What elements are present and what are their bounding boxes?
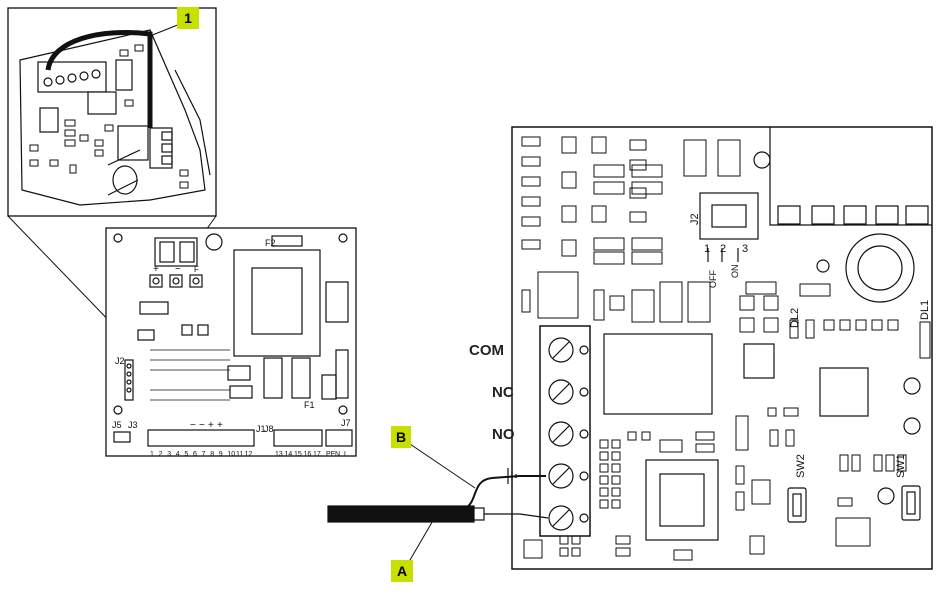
j7-label: PE [326, 451, 336, 458]
label-j1: J1 [256, 424, 266, 434]
terminal-number: 3 [167, 451, 171, 458]
j7-label: N [335, 451, 340, 458]
label-j3: J3 [128, 420, 138, 430]
label-j5: J5 [112, 420, 122, 430]
antenna-cable [327, 441, 549, 561]
terminal-number: 12 [245, 451, 253, 458]
label-dl2: DL2 [789, 308, 801, 328]
terminal-number: 7 [202, 451, 206, 458]
terminal-number: 2 [159, 451, 163, 458]
polarity-mark: − [199, 420, 205, 431]
j8-number: 14 [285, 451, 293, 458]
label-off: OFF [708, 270, 718, 288]
label-on: ON [730, 265, 740, 279]
label-right-j2: J2 [689, 213, 701, 225]
jumper-pin-1: 1 [704, 243, 710, 255]
label-sw1: SW1 [895, 454, 907, 478]
terminal-number: 1 [150, 451, 154, 458]
callout-1: 1 [177, 7, 199, 29]
j8-number: 16 [304, 451, 312, 458]
terminal-screws [548, 337, 589, 531]
right-receiver-board [511, 126, 933, 570]
terminal-number: 5 [184, 451, 188, 458]
label-j7: J7 [341, 418, 351, 428]
j8-number: 13 [275, 451, 283, 458]
polarity-mark: + [217, 420, 223, 431]
j8-number: 15 [294, 451, 302, 458]
label-sw2: SW2 [795, 454, 807, 478]
label-j8: J8 [264, 424, 274, 434]
terminal-number: 4 [176, 451, 180, 458]
label-f2: F2 [265, 238, 276, 248]
terminal-number: 10 [227, 451, 235, 458]
board-markings: F2 F1 J2 J3 J5 J1 J8 J7 + − F J2 1 2 3 O… [112, 213, 931, 478]
terminal-label-com: COM [469, 342, 504, 359]
label-plus: + [153, 264, 159, 275]
j8-number: 17 [313, 451, 321, 458]
terminal-number: 11 [236, 451, 243, 458]
jumper-pin-2: 2 [720, 243, 726, 255]
callout-a: A [391, 560, 413, 582]
label-dl1: DL1 [919, 300, 931, 320]
jumper-pin-3: 3 [742, 243, 748, 255]
callout-b: B [391, 426, 411, 448]
polarity-mark: − [190, 420, 196, 431]
terminal-number: 8 [210, 451, 214, 458]
label-minus: − [175, 264, 181, 275]
left-control-board [105, 227, 357, 457]
label-f1: F1 [304, 400, 315, 410]
terminal-label-nc: NC [492, 384, 514, 401]
terminal-label-no: NO [492, 426, 515, 443]
polarity-mark: + [208, 420, 214, 431]
zoom-inset [7, 7, 217, 217]
label-left-j2: J2 [115, 356, 125, 366]
terminal-number: 6 [193, 451, 197, 458]
j7-label: L [344, 451, 348, 458]
label-f: F [194, 265, 199, 274]
terminal-number: 9 [219, 451, 223, 458]
